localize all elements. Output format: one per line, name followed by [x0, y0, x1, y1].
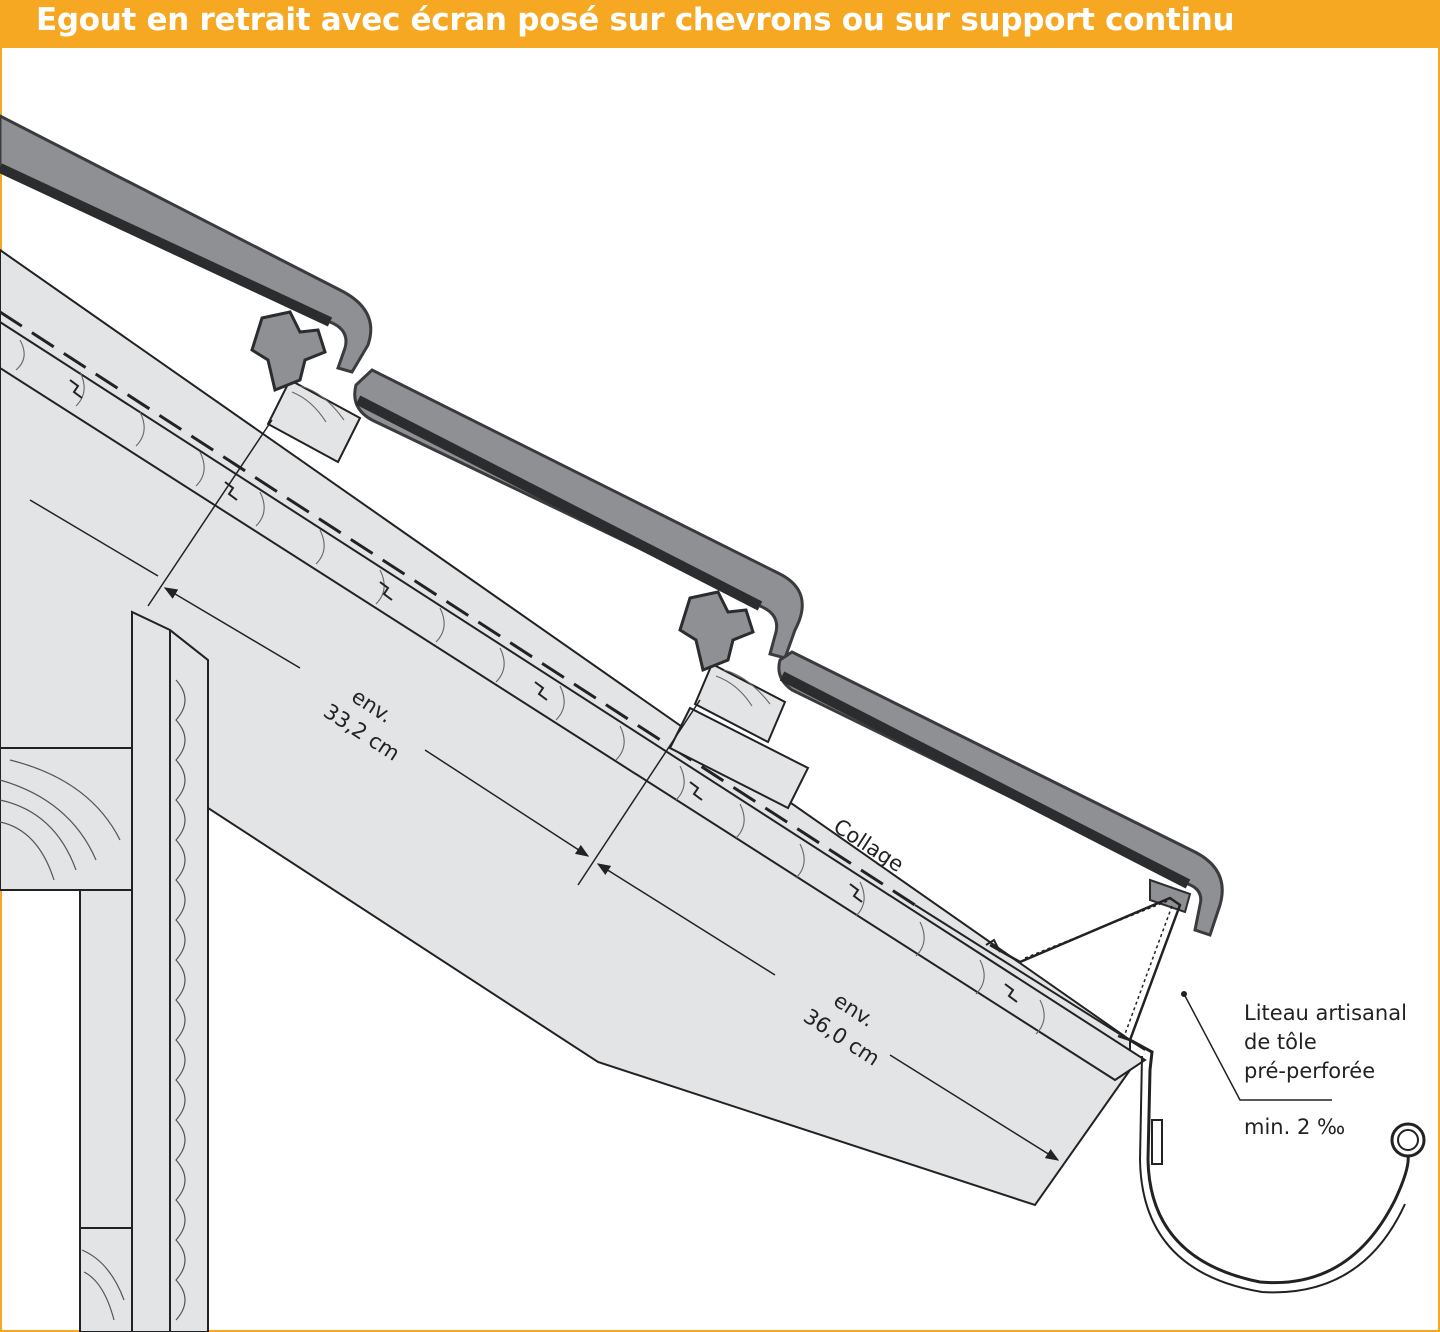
- liteau-label-line-3: pré-perforée: [1244, 1059, 1375, 1083]
- continuous-support-boards: [0, 320, 1147, 1082]
- liteau-leader-line: [1181, 991, 1332, 1101]
- dimension-line-1: [29, 419, 701, 886]
- batten-1: [266, 378, 362, 464]
- roof-eave-section-drawing: env. 33,2 cm env. 36,0 cm Collage Liteau…: [0, 114, 1426, 1332]
- wall-post-outer: [79, 889, 133, 1332]
- horizontal-beam: [0, 747, 133, 891]
- perforated-sheet-batten: [985, 896, 1182, 1042]
- page-title: Egout en retrait avec écran posé sur che…: [36, 2, 1235, 38]
- title-bar: Egout en retrait avec écran posé sur che…: [0, 0, 1440, 48]
- roof-tile-upper: [0, 114, 373, 393]
- underlay-screen-line: [914, 904, 1146, 1051]
- gutter: [1129, 1038, 1426, 1294]
- slope-label: min. 2 ‰: [1244, 1115, 1345, 1139]
- liteau-label-line-1: Liteau artisanal: [1244, 1001, 1407, 1025]
- roof-tile-eave: [777, 650, 1224, 937]
- underlay-screen-dashed: [0, 310, 916, 907]
- wall-post-inner: [131, 611, 209, 1332]
- liteau-label-line-2: de tôle: [1244, 1030, 1317, 1054]
- roof-tile-middle: [353, 368, 804, 673]
- dimension-line-2: [596, 863, 1060, 1161]
